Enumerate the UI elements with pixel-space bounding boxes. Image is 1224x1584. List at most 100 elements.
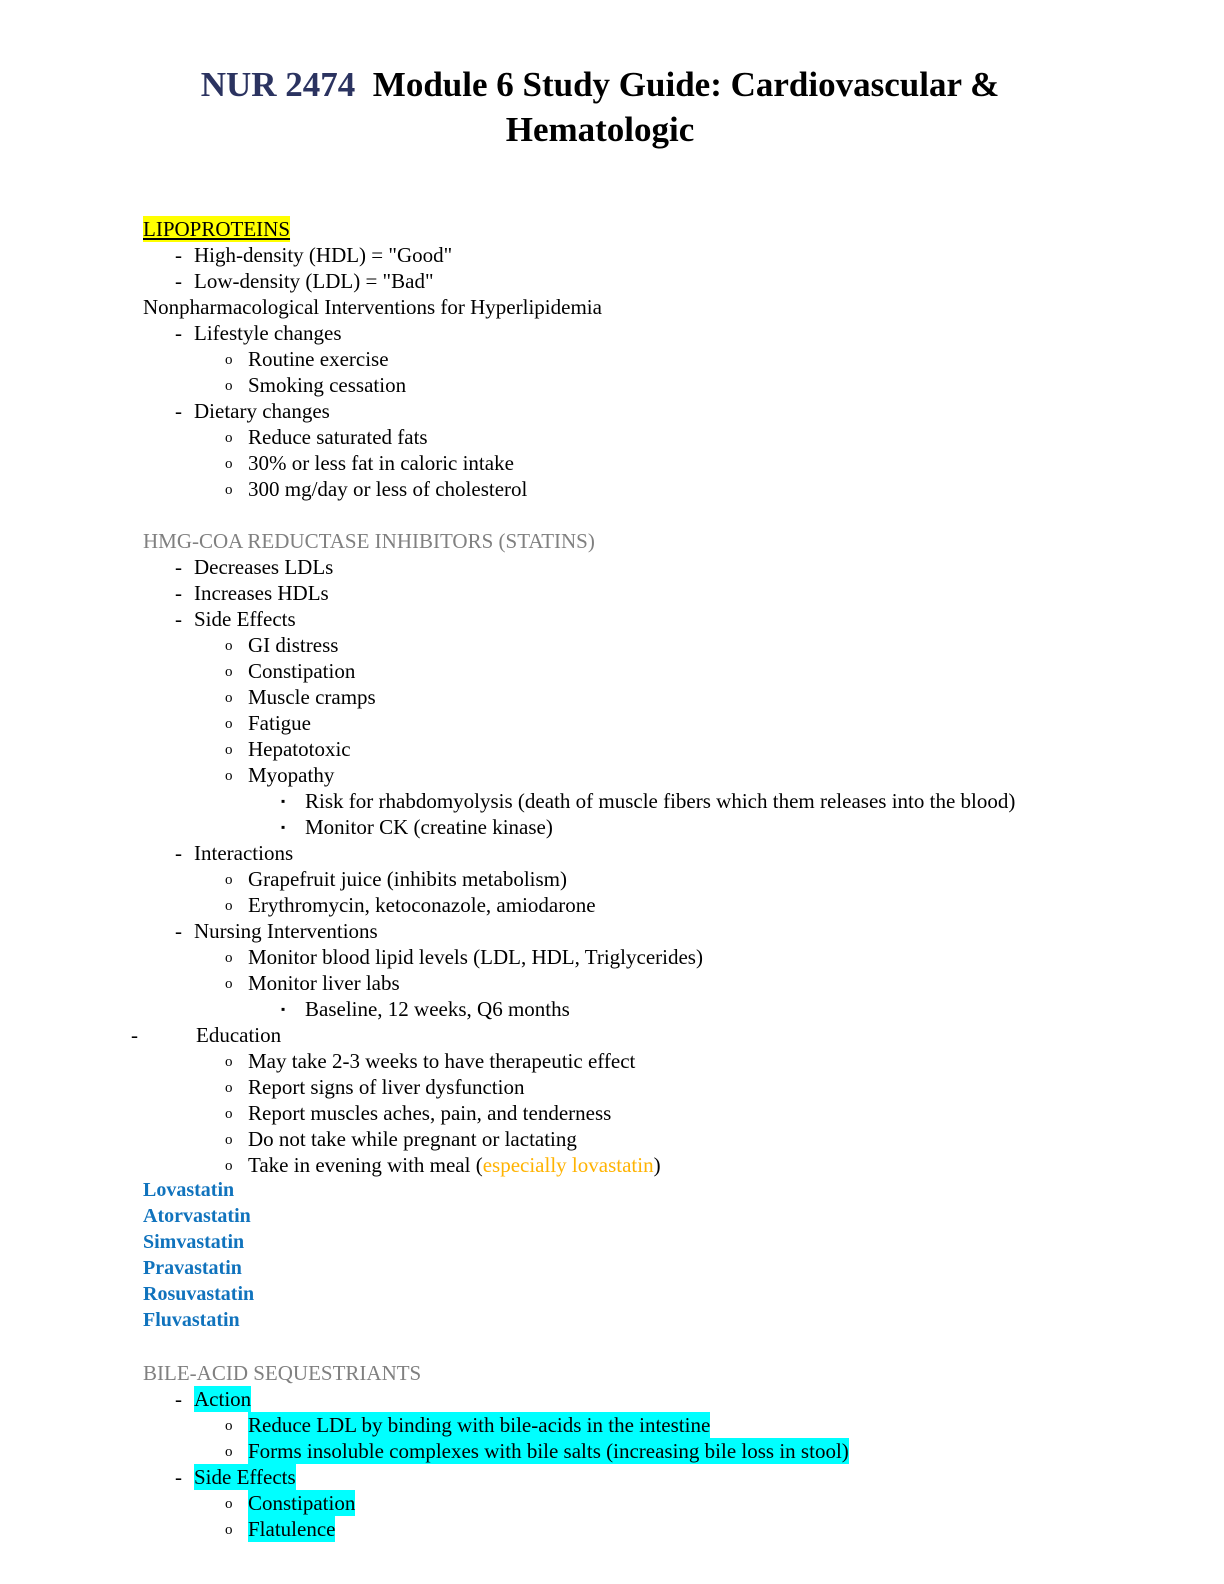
list-item: o Constipation: [0, 658, 1224, 684]
list-item: o Take in evening with meal (especially …: [0, 1152, 1224, 1178]
list-item: o Fatigue: [0, 710, 1224, 736]
drug-name: Atorvastatin: [143, 1205, 251, 1227]
title-text: Module 6 Study Guide: Cardiovascular & H…: [372, 65, 1000, 149]
drug-name-item: Lovastatin: [0, 1178, 1224, 1204]
list-item-label: Lifestyle changes: [194, 321, 342, 345]
list-item-label: Reduce LDL by binding with bile-acids in…: [248, 1412, 711, 1438]
list-item: ▪ Baseline, 12 weeks, Q6 months: [0, 996, 1224, 1022]
list-item: - Nursing Interventions: [0, 918, 1224, 944]
lipoproteins-heading-text: LIPOPROTEINS: [143, 216, 291, 242]
circle-bullet-icon: o: [225, 898, 233, 914]
circle-bullet-icon: o: [225, 1132, 233, 1148]
drug-name-item: Simvastatin: [0, 1230, 1224, 1256]
circle-bullet-icon: o: [225, 1522, 233, 1538]
list-item-label: Education: [196, 1023, 282, 1047]
list-item-label: May take 2-3 weeks to have therapeutic e…: [248, 1049, 636, 1073]
section-heading-statins: HMG-COA REDUCTASE INHIBITORS (STATINS): [0, 528, 1224, 554]
circle-bullet-icon: o: [225, 638, 233, 654]
list-item-label: Risk for rhabdomyolysis (death of muscle…: [305, 789, 1016, 813]
circle-bullet-icon: o: [225, 456, 233, 472]
list-item: - Increases HDLs: [0, 580, 1224, 606]
square-bullet-icon: ▪: [281, 1002, 286, 1016]
drug-name: Rosuvastatin: [143, 1283, 255, 1305]
square-bullet-icon: ▪: [281, 820, 286, 834]
edu-text-pre: Take in evening with meal (: [248, 1153, 483, 1177]
list-item-label: Myopathy: [248, 763, 335, 787]
section-heading-bile-acid: BILE-ACID SEQUESTRIANTS: [0, 1360, 1224, 1386]
circle-bullet-icon: o: [225, 716, 233, 732]
dash-bullet-icon: -: [175, 919, 182, 943]
list-item-label: Erythromycin, ketoconazole, amiodarone: [248, 893, 596, 917]
edu-text-post: ): [653, 1153, 661, 1177]
drug-name: Pravastatin: [143, 1257, 242, 1279]
statins-heading-text: HMG-COA REDUCTASE INHIBITORS (STATINS): [143, 529, 595, 553]
list-item-label: Side Effects: [194, 607, 296, 631]
drug-name-item: Atorvastatin: [0, 1204, 1224, 1230]
circle-bullet-icon: o: [225, 1496, 233, 1512]
list-item: o Hepatotoxic: [0, 736, 1224, 762]
edu-text-accent: especially lovastatin: [482, 1153, 654, 1177]
section-heading-lipoproteins: LIPOPROTEINS: [0, 216, 1224, 242]
list-item-label: Grapefruit juice (inhibits metabolism): [248, 867, 567, 891]
list-item-label: Dietary changes: [194, 399, 330, 423]
dash-bullet-icon: -: [175, 1387, 182, 1411]
list-item-label-composite: Take in evening with meal (especially lo…: [248, 1152, 661, 1178]
list-item: o Reduce LDL by binding with bile-acids …: [0, 1412, 1224, 1438]
list-item-label: Hepatotoxic: [248, 737, 351, 761]
list-item-label: Constipation: [248, 1490, 356, 1516]
list-item-label: High-density (HDL) = "Good": [194, 243, 453, 267]
circle-bullet-icon: o: [225, 482, 233, 498]
list-item-label: Action: [194, 1386, 252, 1412]
dash-bullet-icon: -: [175, 399, 182, 423]
drug-name-item: Rosuvastatin: [0, 1282, 1224, 1308]
list-item-label: Monitor liver labs: [248, 971, 400, 995]
dash-bullet-icon: -: [175, 555, 182, 579]
drug-name: Simvastatin: [143, 1231, 245, 1253]
list-item: o Erythromycin, ketoconazole, amiodarone: [0, 892, 1224, 918]
circle-bullet-icon: o: [225, 950, 233, 966]
circle-bullet-icon: o: [225, 1444, 233, 1460]
circle-bullet-icon: o: [225, 430, 233, 446]
circle-bullet-icon: o: [225, 378, 233, 394]
circle-bullet-icon: o: [225, 352, 233, 368]
list-item: o May take 2-3 weeks to have therapeutic…: [0, 1048, 1224, 1074]
dash-bullet-icon: -: [175, 607, 182, 631]
circle-bullet-icon: o: [225, 742, 233, 758]
list-item: o Monitor blood lipid levels (LDL, HDL, …: [0, 944, 1224, 970]
circle-bullet-icon: o: [225, 1418, 233, 1434]
list-item: o Forms insoluble complexes with bile sa…: [0, 1438, 1224, 1464]
list-item-label: Fatigue: [248, 711, 311, 735]
list-item: - Lifestyle changes: [0, 320, 1224, 346]
list-item-label: Constipation: [248, 659, 356, 683]
list-item-label: Monitor CK (creatine kinase): [305, 815, 553, 839]
dash-bullet-icon: -: [175, 321, 182, 345]
list-item-label: Forms insoluble complexes with bile salt…: [248, 1438, 849, 1464]
bile-acid-heading-text: BILE-ACID SEQUESTRIANTS: [143, 1361, 422, 1385]
nonpharm-heading-text: Nonpharmacological Interventions for Hyp…: [143, 295, 602, 319]
square-bullet-icon: ▪: [281, 794, 286, 808]
list-item-label: Reduce saturated fats: [248, 425, 428, 449]
circle-bullet-icon: o: [225, 872, 233, 888]
list-item-label: 300 mg/day or less of cholesterol: [248, 477, 528, 501]
list-item-label: Monitor blood lipid levels (LDL, HDL, Tr…: [248, 945, 703, 969]
dash-bullet-icon: -: [175, 841, 182, 865]
list-item-label: Interactions: [194, 841, 294, 865]
page-title: NUR 2474 Module 6 Study Guide: Cardiovas…: [140, 62, 1060, 152]
drug-name: Fluvastatin: [143, 1309, 240, 1331]
section-gap: [0, 1334, 1224, 1360]
list-item: o Flatulence: [0, 1516, 1224, 1542]
section-gap: [0, 502, 1224, 528]
circle-bullet-icon: o: [225, 768, 233, 784]
circle-bullet-icon: o: [225, 976, 233, 992]
list-item: o Routine exercise: [0, 346, 1224, 372]
circle-bullet-icon: o: [225, 1080, 233, 1096]
list-item: - Action: [0, 1386, 1224, 1412]
list-item-label: Report muscles aches, pain, and tenderne…: [248, 1101, 612, 1125]
document-body: LIPOPROTEINS - High-density (HDL) = "Goo…: [0, 216, 1224, 1542]
drug-name-item: Pravastatin: [0, 1256, 1224, 1282]
dash-bullet-icon: -: [175, 269, 182, 293]
list-item-label: Report signs of liver dysfunction: [248, 1075, 525, 1099]
dash-bullet-icon: -: [175, 1465, 182, 1489]
list-item: - Low-density (LDL) = "Bad": [0, 268, 1224, 294]
list-item: - Interactions: [0, 840, 1224, 866]
